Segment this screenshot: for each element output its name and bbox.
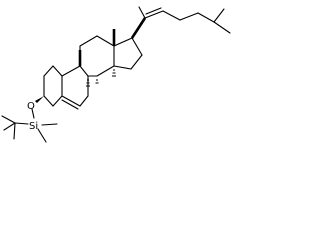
structure-canvas: O Si <box>0 0 242 145</box>
si-methyl-2 <box>37 128 47 143</box>
ring-a <box>43 65 63 107</box>
hashed-stereo-bonds <box>86 69 116 87</box>
ring-b <box>61 65 89 107</box>
tert-butyl-group <box>1 115 29 140</box>
si-methyl-1 <box>41 123 58 126</box>
wedge-bond-c3-o <box>35 96 44 103</box>
double-bond-c5-c6 <box>61 99 79 110</box>
ring-c <box>79 35 115 77</box>
ring-d <box>113 37 143 70</box>
bond-o-si <box>31 108 35 119</box>
oxygen-atom-label: O <box>27 101 35 112</box>
silicon-atom-label: Si <box>29 121 38 132</box>
steroid-silyl-ether-structure: O Si <box>1 6 231 143</box>
side-chain <box>130 6 231 39</box>
